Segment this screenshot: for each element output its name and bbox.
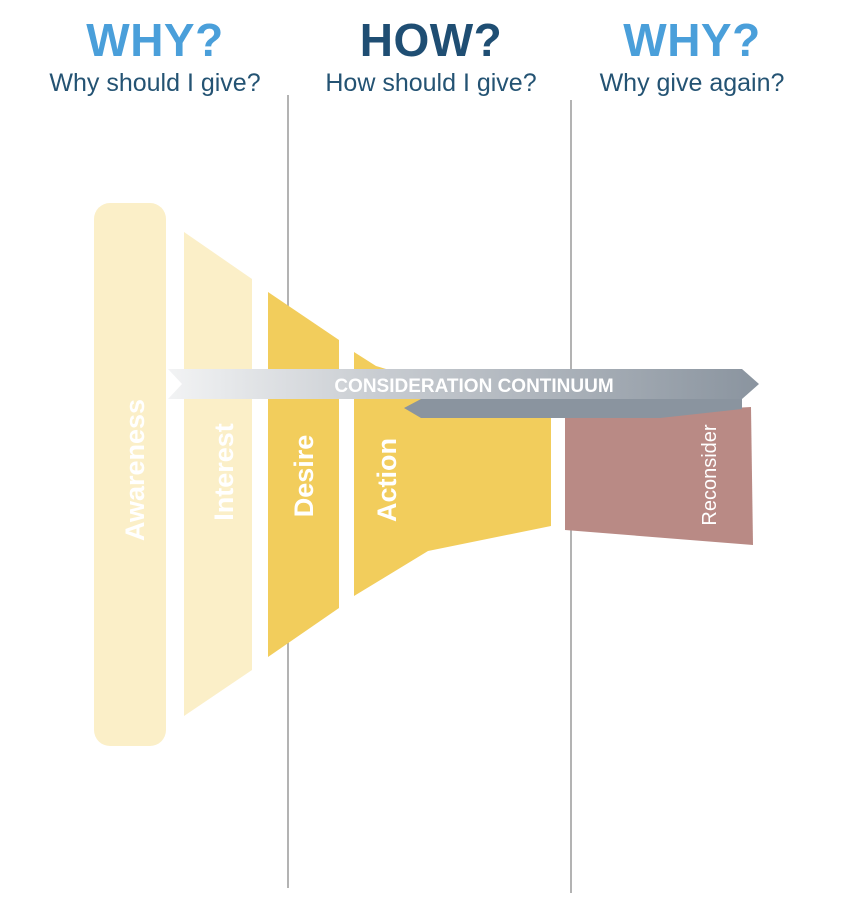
continuum-arrow-forward [168, 369, 759, 399]
column-title: WHY? [623, 14, 761, 66]
stage-label-interest: Interest [209, 423, 239, 521]
stage-interest-shape [184, 232, 252, 716]
column-subtitle: Why should I give? [49, 69, 261, 97]
column-subtitle: Why give again? [599, 69, 785, 97]
stage-label-awareness: Awareness [120, 399, 150, 541]
continuum-arrow-return [404, 399, 742, 418]
stage-label-desire: Desire [289, 435, 319, 518]
column-heading-how: HOW? How should I give? [291, 14, 571, 98]
stage-label-reconsider: Reconsider [699, 424, 721, 526]
column-heading-why-1: WHY? Why should I give? [15, 14, 295, 98]
stage-reconsider-shape [565, 407, 753, 545]
column-title: WHY? [86, 14, 224, 66]
column-subtitle: How should I give? [325, 69, 537, 97]
column-title: HOW? [359, 14, 503, 66]
continuum-label: CONSIDERATION CONTINUUM [334, 376, 613, 397]
stage-awareness-shape [94, 203, 166, 746]
stage-label-action: Action [372, 438, 402, 522]
column-heading-why-2: WHY? Why give again? [552, 14, 832, 98]
